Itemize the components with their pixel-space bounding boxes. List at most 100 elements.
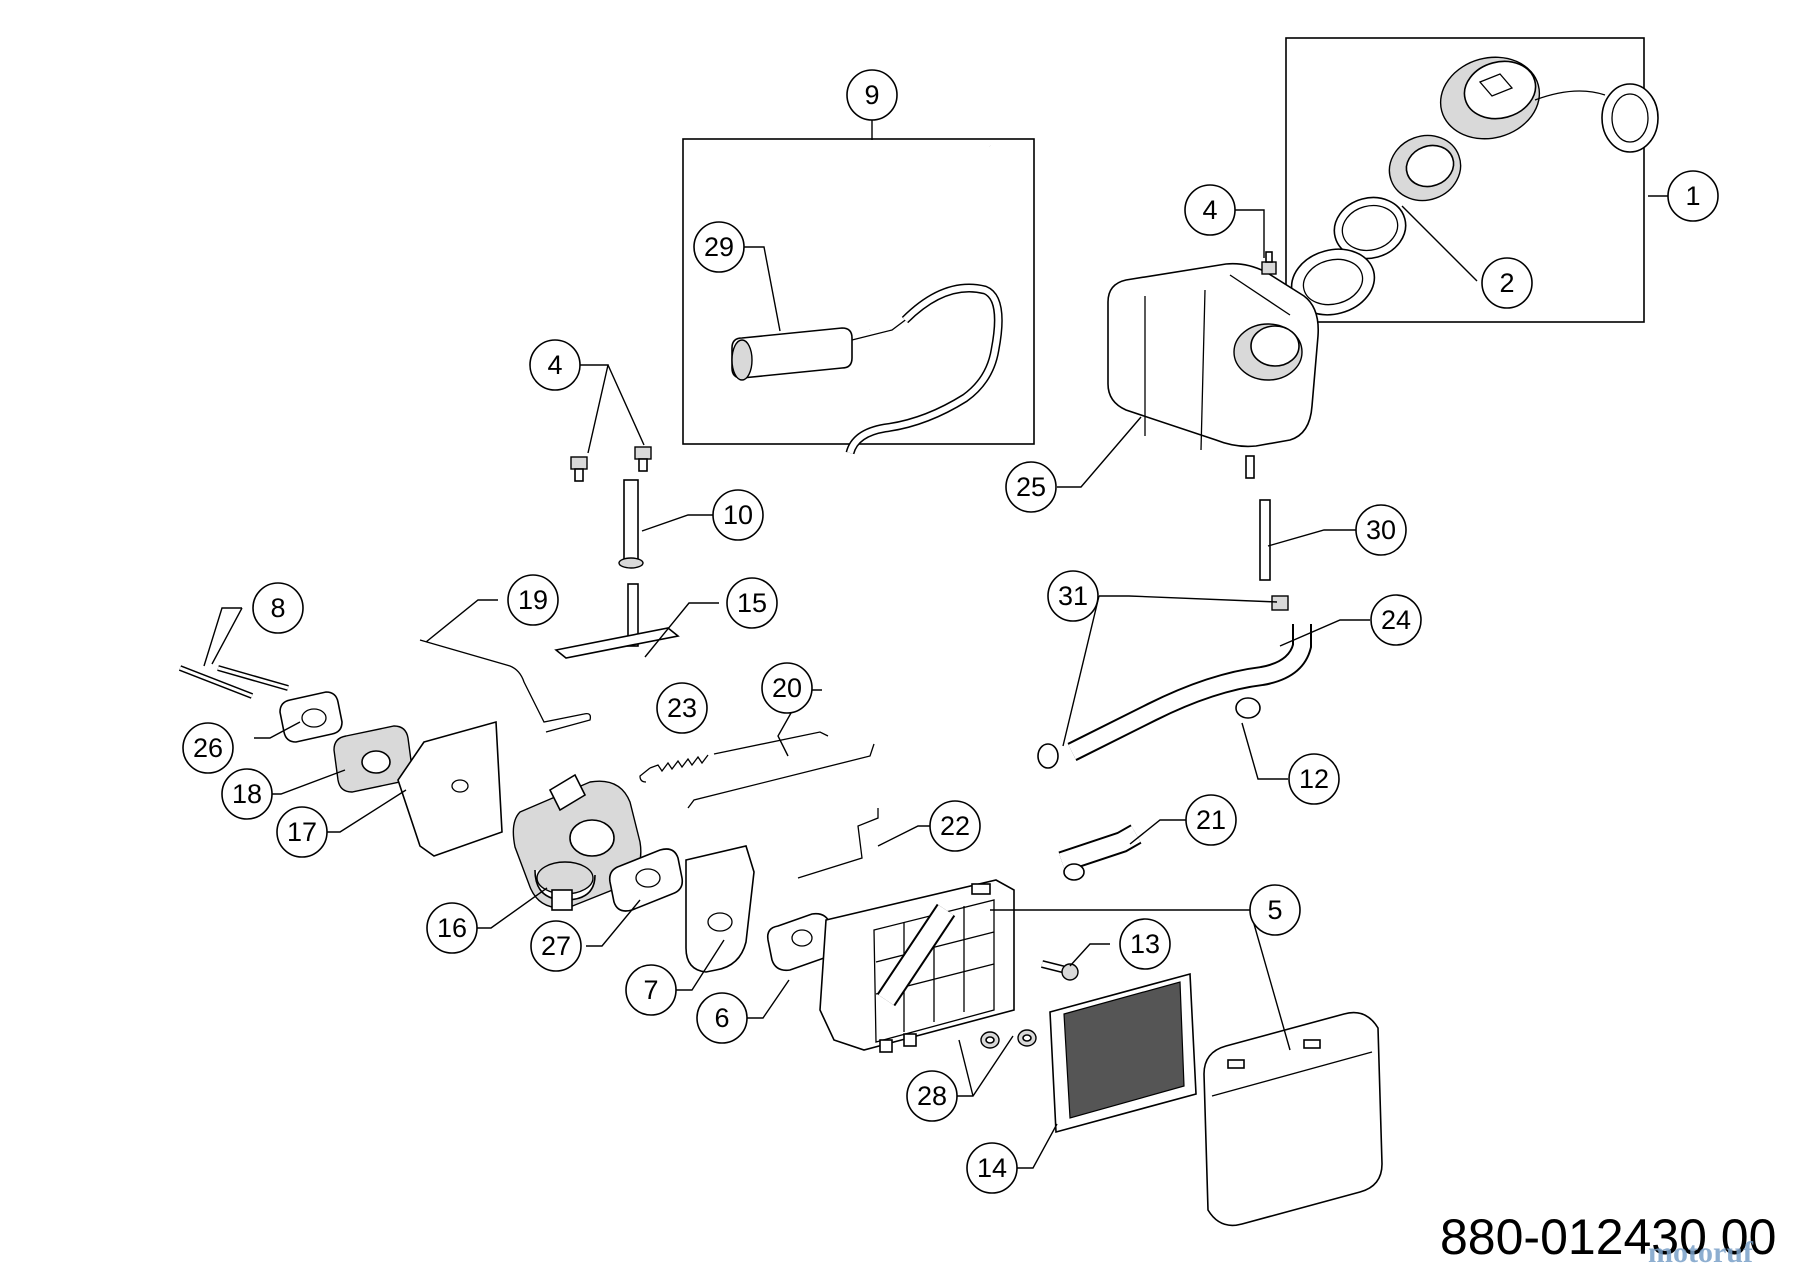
air-filter-cover xyxy=(1203,1011,1383,1227)
fuel-hose-lower xyxy=(845,283,1003,455)
document-number: 880-012430 00 xyxy=(1440,1209,1777,1265)
svg-text:30: 30 xyxy=(1366,515,1396,545)
svg-text:29: 29 xyxy=(704,232,734,262)
air-filter-housing xyxy=(819,879,1015,1053)
svg-text:24: 24 xyxy=(1381,605,1411,635)
callout-26: 26 xyxy=(182,722,234,774)
svg-text:9: 9 xyxy=(864,80,879,110)
stud-lower xyxy=(178,665,254,699)
breather-tube xyxy=(1058,824,1142,881)
throttle-bracket xyxy=(554,583,680,659)
throttle-rod xyxy=(687,743,875,809)
gasket-carb xyxy=(608,848,684,912)
callout-6: 6 xyxy=(696,992,748,1044)
bolt-left xyxy=(570,456,588,482)
svg-text:21: 21 xyxy=(1196,805,1226,835)
bolt-tank xyxy=(1261,251,1277,275)
gasket-intake xyxy=(279,691,343,743)
choke-link xyxy=(797,808,879,879)
svg-text:10: 10 xyxy=(723,500,753,530)
callout-30: 30 xyxy=(1355,504,1407,556)
callout-9: 9 xyxy=(846,69,898,121)
callout-21: 21 xyxy=(1185,794,1237,846)
callout-4-bolts: 4 xyxy=(529,339,581,391)
air-filter-element xyxy=(1049,972,1197,1134)
fuel-hose xyxy=(1067,624,1312,761)
bolt-right xyxy=(634,446,652,472)
callout-7: 7 xyxy=(625,964,677,1016)
watermark: motoruf xyxy=(1648,1236,1753,1269)
callout-20: 20 xyxy=(761,662,813,714)
bolt-13 xyxy=(1041,960,1079,981)
governor-rod xyxy=(419,639,592,733)
carburetor xyxy=(512,773,642,911)
callout-23: 23 xyxy=(656,682,708,734)
callout-10: 10 xyxy=(712,489,764,541)
svg-text:20: 20 xyxy=(772,673,802,703)
svg-text:23: 23 xyxy=(667,693,697,723)
callout-18: 18 xyxy=(221,768,273,820)
leader-lines xyxy=(203,120,1668,1169)
svg-text:18: 18 xyxy=(232,779,262,809)
svg-text:17: 17 xyxy=(287,817,317,847)
callout-22: 22 xyxy=(929,800,981,852)
svg-text:16: 16 xyxy=(437,913,467,943)
svg-text:1: 1 xyxy=(1685,181,1700,211)
svg-text:19: 19 xyxy=(518,585,548,615)
callout-8: 8 xyxy=(252,582,304,634)
svg-text:25: 25 xyxy=(1016,472,1046,502)
fuel-tank xyxy=(1107,262,1320,479)
svg-text:28: 28 xyxy=(917,1081,947,1111)
svg-text:7: 7 xyxy=(643,975,658,1005)
svg-text:5: 5 xyxy=(1267,895,1282,925)
svg-text:26: 26 xyxy=(193,733,223,763)
svg-text:31: 31 xyxy=(1058,581,1088,611)
svg-text:6: 6 xyxy=(714,1003,729,1033)
svg-text:22: 22 xyxy=(940,811,970,841)
callout-28: 28 xyxy=(906,1070,958,1122)
heat-shield xyxy=(397,720,503,857)
svg-text:27: 27 xyxy=(541,931,571,961)
svg-text:2: 2 xyxy=(1499,268,1514,298)
fuel-hose-upper xyxy=(868,143,1014,333)
callout-12: 12 xyxy=(1288,753,1340,805)
insulator-block xyxy=(333,725,413,793)
hose-clamp-lower xyxy=(1037,743,1059,769)
gasket-ring xyxy=(1333,196,1407,260)
fuel-filter xyxy=(731,314,913,381)
callout-17: 17 xyxy=(276,806,328,858)
svg-text:4: 4 xyxy=(547,350,562,380)
callout-27: 27 xyxy=(530,920,582,972)
fuel-cap-ring xyxy=(1388,134,1462,202)
pin xyxy=(618,479,644,569)
fuel-cap-group-box xyxy=(1285,37,1645,323)
callout-29: 29 xyxy=(693,221,745,273)
callout-13: 13 xyxy=(1119,918,1171,970)
hose-clamp-12 xyxy=(1235,697,1261,719)
stud-upper xyxy=(217,665,289,691)
nut-left xyxy=(980,1031,1000,1049)
governor-spring xyxy=(639,731,829,783)
fuel-cap xyxy=(1439,56,1659,153)
callout-31: 31 xyxy=(1047,570,1099,622)
callout-16: 16 xyxy=(426,902,478,954)
callout-14: 14 xyxy=(966,1142,1018,1194)
svg-text:14: 14 xyxy=(977,1153,1007,1183)
elbow-bracket xyxy=(685,845,755,973)
callout-24: 24 xyxy=(1370,594,1422,646)
hose-clamp-upper xyxy=(1271,595,1289,611)
fuel-tank-outlet xyxy=(1259,499,1271,581)
callout-2: 2 xyxy=(1481,257,1533,309)
callout-15: 15 xyxy=(726,577,778,629)
nut-right xyxy=(1017,1029,1037,1047)
callout-19: 19 xyxy=(507,574,559,626)
svg-text:15: 15 xyxy=(737,588,767,618)
svg-text:8: 8 xyxy=(270,593,285,623)
svg-text:13: 13 xyxy=(1130,929,1160,959)
callout-5: 5 xyxy=(1249,884,1301,936)
svg-text:12: 12 xyxy=(1299,764,1329,794)
svg-text:4: 4 xyxy=(1202,195,1217,225)
callout-1: 1 xyxy=(1667,170,1719,222)
callout-25: 25 xyxy=(1005,461,1057,513)
